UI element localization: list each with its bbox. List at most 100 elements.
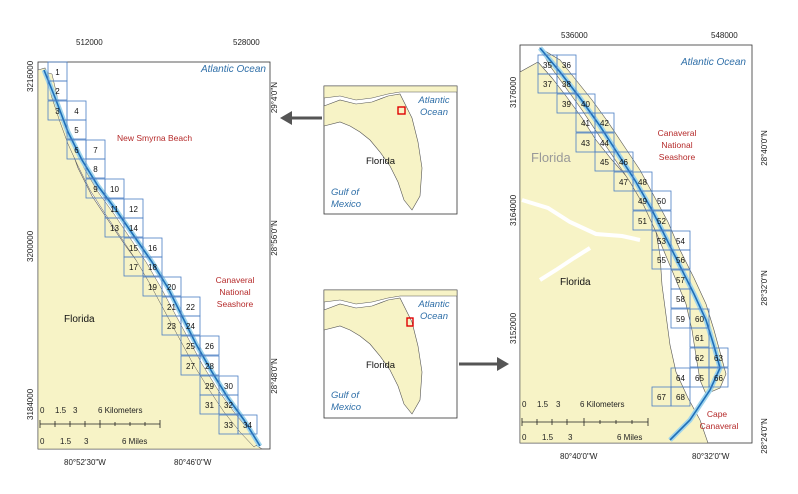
left-scale-km-1: 1.5 (55, 406, 67, 415)
left-grid-cell-label-17: 17 (129, 263, 138, 272)
right-grid-cell-61 (689, 327, 710, 348)
inset-top-panhandle (323, 93, 423, 211)
left-grid-cell-label-19: 19 (148, 283, 157, 292)
right-grid-cell-label-36: 36 (562, 61, 571, 70)
left-grid-cell-label-20: 20 (167, 283, 176, 292)
right-grid-cell-label-63: 63 (714, 354, 723, 363)
left-top-tick-1: 512000 (76, 38, 103, 47)
right-grid-cell-42 (594, 112, 615, 133)
left-grid-cell-10 (104, 178, 125, 199)
left-scale-bar: 0 1.5 3 6 Kilometers 0 1.5 3 6 Miles (39, 406, 161, 446)
right-scale-km-2: 3 (556, 400, 561, 409)
left-grid-cell-label-14: 14 (129, 224, 138, 233)
left-grid-cell-label-25: 25 (186, 342, 195, 351)
inset-bottom-location-marker (406, 317, 414, 327)
right-grid-cell-label-48: 48 (638, 178, 647, 187)
inset-top-location-marker (397, 106, 406, 115)
left-right-tick-1: 29°4'0"N (270, 82, 279, 113)
left-grid-cell-26 (199, 335, 220, 356)
left-grid-cell-label-27: 27 (186, 362, 195, 371)
right-right-tick-3: 28°24'0"N (760, 418, 769, 454)
left-left-tick-3: 3184000 (26, 388, 35, 420)
right-scale-mi-2: 3 (568, 433, 573, 442)
left-grid-cell-label-18: 18 (148, 263, 157, 272)
right-scale-bar-ticks (521, 418, 649, 426)
left-place-newsmyrna: New Smyrna Beach (117, 133, 192, 143)
right-right-tick-1: 28°40'0"N (760, 130, 769, 166)
left-grid-cell-8 (85, 158, 106, 179)
arrows (280, 111, 509, 371)
right-grid-cell-50 (651, 190, 672, 211)
right-scale-km-1: 1.5 (537, 400, 549, 409)
left-place-seashore: Seashore (217, 299, 254, 309)
right-top-tick-2: 548000 (711, 31, 738, 40)
left-grid-cell-label-10: 10 (110, 185, 119, 194)
right-bottom-tick-1: 80°40'0"W (560, 452, 598, 461)
left-grid-cell-20 (161, 276, 182, 297)
left-grid-cell-label-22: 22 (186, 303, 195, 312)
inset-bottom-atlantic: Atlantic (417, 299, 449, 310)
right-grid-cell-label-58: 58 (676, 295, 685, 304)
right-grid-cell-46 (613, 151, 634, 172)
left-grid-cell-label-23: 23 (167, 322, 176, 331)
right-right-tick-2: 28°32'0"N (760, 270, 769, 306)
left-place-canaveral: Canaveral (216, 275, 255, 285)
right-grid-cell-label-60: 60 (695, 315, 704, 324)
right-grid-cell-label-53: 53 (657, 237, 666, 246)
left-grid-cell-28 (199, 355, 220, 376)
inset-top-ocean: Ocean (420, 107, 448, 118)
right-grid-cell-label-38: 38 (562, 80, 571, 89)
right-grid-cell-label-52: 52 (657, 217, 666, 226)
left-scale-mi-2: 3 (84, 437, 89, 446)
left-grid-cell-label-7: 7 (93, 146, 98, 155)
right-grid-cell-label-35: 35 (543, 61, 552, 70)
left-grid-cell-label-5: 5 (74, 126, 79, 135)
left-grid-cell-label-4: 4 (74, 107, 79, 116)
right-place-florida-north: Florida (531, 150, 572, 165)
inset-top: Atlantic Ocean Florida Gulf of Mexico (323, 85, 458, 215)
left-scale-mi-0: 0 (40, 437, 45, 446)
left-scale-mi-1: 1.5 (60, 437, 72, 446)
inset-bottom-mexico: Mexico (331, 402, 361, 413)
right-grid-cell-label-55: 55 (657, 256, 666, 265)
right-grid-cell-58 (670, 288, 691, 309)
right-grid-cell-label-65: 65 (695, 374, 704, 383)
left-grid-cell-label-31: 31 (205, 401, 214, 410)
left-grid-cell-label-26: 26 (205, 342, 214, 351)
left-grid-cell-14 (123, 217, 144, 238)
right-grid-cell-label-44: 44 (600, 139, 609, 148)
right-grid-cell-label-47: 47 (619, 178, 628, 187)
left-grid-cell-label-32: 32 (224, 401, 233, 410)
right-river (521, 198, 641, 282)
right-grid-cell-label-61: 61 (695, 334, 704, 343)
right-grid-cell-label-54: 54 (676, 237, 685, 246)
right-grid-cell-52 (651, 210, 672, 231)
right-grid-cell-label-62: 62 (695, 354, 704, 363)
inset-top-florida: Florida (366, 156, 396, 167)
arrow-to-right-map-head (497, 357, 509, 371)
right-left-tick-2: 3164000 (509, 194, 518, 226)
inset-bottom: Atlantic Ocean Florida Gulf of Mexico (323, 289, 458, 419)
left-grid-cell-label-15: 15 (129, 244, 138, 253)
left-grid-cell-label-2: 2 (55, 87, 60, 96)
inset-top-mexico: Mexico (331, 199, 361, 210)
left-left-tick-1: 3216000 (26, 60, 35, 92)
right-left-tick-3: 3152000 (509, 312, 518, 344)
inset-bottom-florida: Florida (366, 360, 396, 371)
right-ocean-label: Atlantic Ocean (680, 57, 746, 68)
right-grid-cell-label-64: 64 (676, 374, 685, 383)
right-grid-cell-label-68: 68 (676, 393, 685, 402)
left-place-national: National (219, 287, 250, 297)
left-grid-cell-label-6: 6 (74, 146, 79, 155)
right-top-tick-1: 536000 (561, 31, 588, 40)
inset-top-gulf: Gulf of (331, 187, 360, 198)
left-grid-cell-2 (47, 80, 68, 101)
left-grid-cell-label-1: 1 (55, 68, 60, 77)
right-grid-cell-label-50: 50 (657, 197, 666, 206)
right-bottom-tick-2: 80°32'0"W (692, 452, 730, 461)
left-scale-km-0: 0 (40, 406, 45, 415)
